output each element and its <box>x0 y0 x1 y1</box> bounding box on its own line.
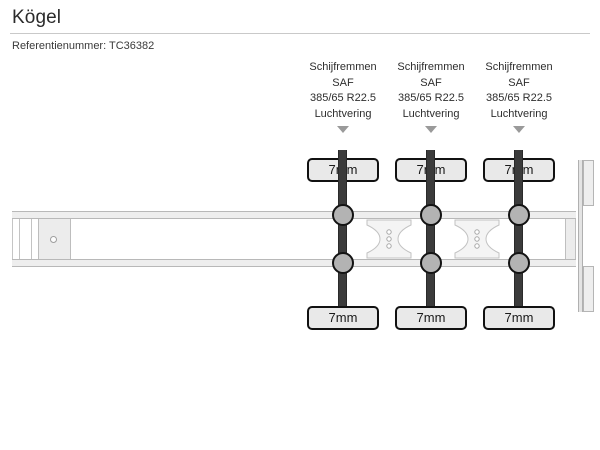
rear-frame-line-2 <box>31 219 32 259</box>
axle-3-bar <box>514 150 523 322</box>
axle-1-hub-top-icon <box>332 204 354 226</box>
axle-1-spec-label: Schijfremmen SAF 385/65 R22.5 Luchtverin… <box>297 60 389 122</box>
axle-3-suspension: Luchtvering <box>490 107 548 120</box>
front-bulkhead-column <box>565 219 576 259</box>
axle-1-brake-type: Schijfremmen <box>309 61 377 73</box>
axle-3-tread-bottom-badge: 7mm <box>483 306 555 330</box>
axle-1-pointer-icon <box>337 126 349 133</box>
chassis-rail-top <box>12 211 576 219</box>
axle-2-make: SAF <box>420 76 442 89</box>
axle-2-tread-bottom-badge: 7mm <box>395 306 467 330</box>
reference-number: Referentienummer: TC36382 <box>12 40 155 52</box>
axle-2-tire-size: 385/65 R22.5 <box>397 92 465 104</box>
axle-1-tire-size: 385/65 R22.5 <box>309 92 377 104</box>
front-mudguard-top <box>583 160 594 206</box>
page-title: Kögel <box>12 7 62 28</box>
front-mudguard-bottom <box>583 266 594 312</box>
axle-3-hub-bottom-icon <box>508 252 530 274</box>
chassis-rail-bottom <box>12 259 576 267</box>
kingpin-bolt-icon <box>50 236 57 243</box>
axle-3-brake-type: Schijfremmen <box>485 61 553 73</box>
axle-1-bar <box>338 150 347 322</box>
axle-3-pointer-icon <box>513 126 525 133</box>
axle-3-hub-top-icon <box>508 204 530 226</box>
axle-3-spec-label: Schijfremmen SAF 385/65 R22.5 Luchtverin… <box>473 60 565 122</box>
rear-frame-line-1 <box>19 219 20 259</box>
axle-2-brake-type: Schijfremmen <box>397 61 465 73</box>
axle-1-suspension: Luchtvering <box>314 107 372 120</box>
axle-2-pointer-icon <box>425 126 437 133</box>
axle-2-spec-label: Schijfremmen SAF 385/65 R22.5 Luchtverin… <box>385 60 477 122</box>
axle-1-hub-bottom-icon <box>332 252 354 274</box>
axle-1-make: SAF <box>332 76 354 89</box>
axle-2-hub-bottom-icon <box>420 252 442 274</box>
suspension-bracket-2 <box>454 219 500 259</box>
front-bulkhead-post <box>578 160 583 312</box>
axle-3-make: SAF <box>508 76 530 89</box>
axle-3-tire-size: 385/65 R22.5 <box>485 92 553 104</box>
header-divider <box>10 33 590 34</box>
axle-1-tread-bottom-badge: 7mm <box>307 306 379 330</box>
axle-2-suspension: Luchtvering <box>402 107 460 120</box>
suspension-bracket-1 <box>366 219 412 259</box>
axle-2-hub-top-icon <box>420 204 442 226</box>
axle-2-bar <box>426 150 435 322</box>
